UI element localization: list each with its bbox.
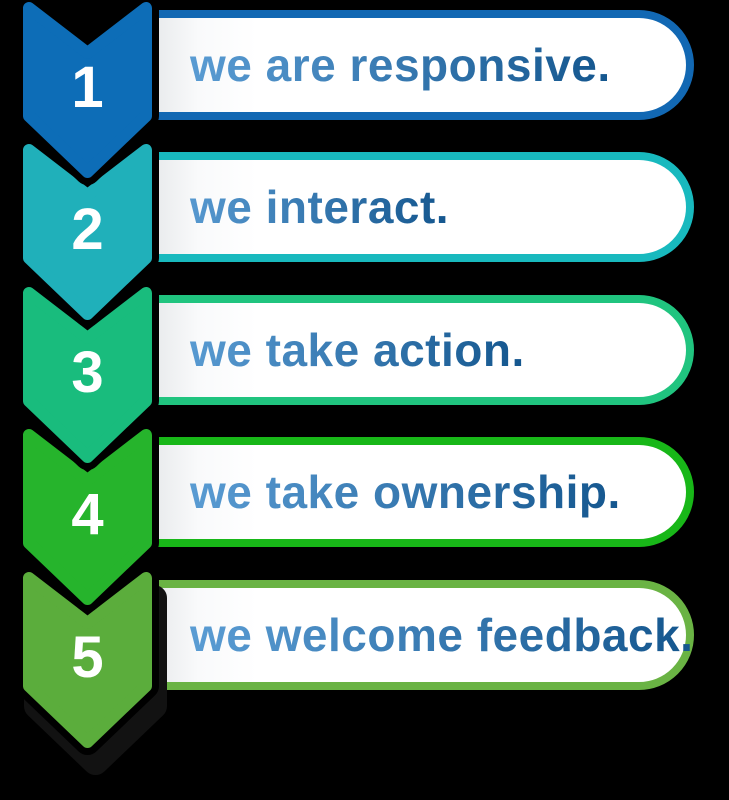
step-number-3: 3 [71,340,104,405]
step-label-4: we take ownership. [150,465,621,519]
chevron-down-icon [23,144,152,320]
step-pill-2: we interact. [142,152,694,262]
step-label-1: we are responsive. [150,38,611,92]
step-2-chevron [16,137,159,327]
chevron-down-icon [23,572,152,748]
chevron-down-icon [23,2,152,178]
chevron-down-icon [23,429,152,605]
step-label-5: we welcome feedback. [150,608,693,662]
step-label-3: we take action. [150,323,525,377]
step-number-5: 5 [71,625,104,690]
step-label-2: we interact. [150,180,449,234]
step-number-2: 2 [71,197,104,262]
step-3-chevron [16,280,159,470]
step-5-chevron [16,565,159,755]
step-pill-1: we are responsive. [142,10,694,120]
step-1-chevron [16,0,159,185]
step-pill-3: we take action. [142,295,694,405]
step-4-chevron [16,422,159,612]
step-number-4: 4 [71,482,104,547]
chevron-down-icon [23,287,152,463]
step-number-1: 1 [71,55,104,120]
step-pill-5: we welcome feedback. [142,580,694,690]
